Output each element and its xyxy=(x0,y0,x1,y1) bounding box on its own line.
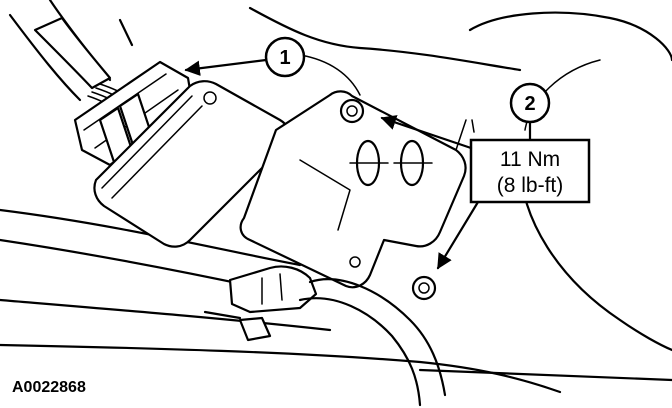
mounting-bracket xyxy=(239,90,475,289)
torque-metric: 11 Nm xyxy=(500,148,560,171)
callout-1-leader xyxy=(184,58,268,76)
torque-leader-upper xyxy=(380,115,473,150)
callout-1: 1 xyxy=(184,36,306,78)
torque-imperial: (8 lb-ft) xyxy=(497,174,564,197)
torque-spec-frame xyxy=(469,138,591,204)
mounting-bolts xyxy=(339,98,437,301)
figure-id: A0022868 xyxy=(12,379,86,396)
lower-hoses xyxy=(203,265,447,407)
callout-1-circle xyxy=(264,36,306,78)
torque-spec-box: 11 Nm (8 lb-ft) xyxy=(380,115,591,270)
torque-leader-lower xyxy=(436,200,480,270)
callout-2: 2 xyxy=(509,82,551,142)
callout-2-label: 2 xyxy=(524,93,535,115)
callout-1-label: 1 xyxy=(279,47,290,69)
upper-bolt-icon xyxy=(339,98,365,124)
lower-bolt-icon xyxy=(411,275,437,301)
